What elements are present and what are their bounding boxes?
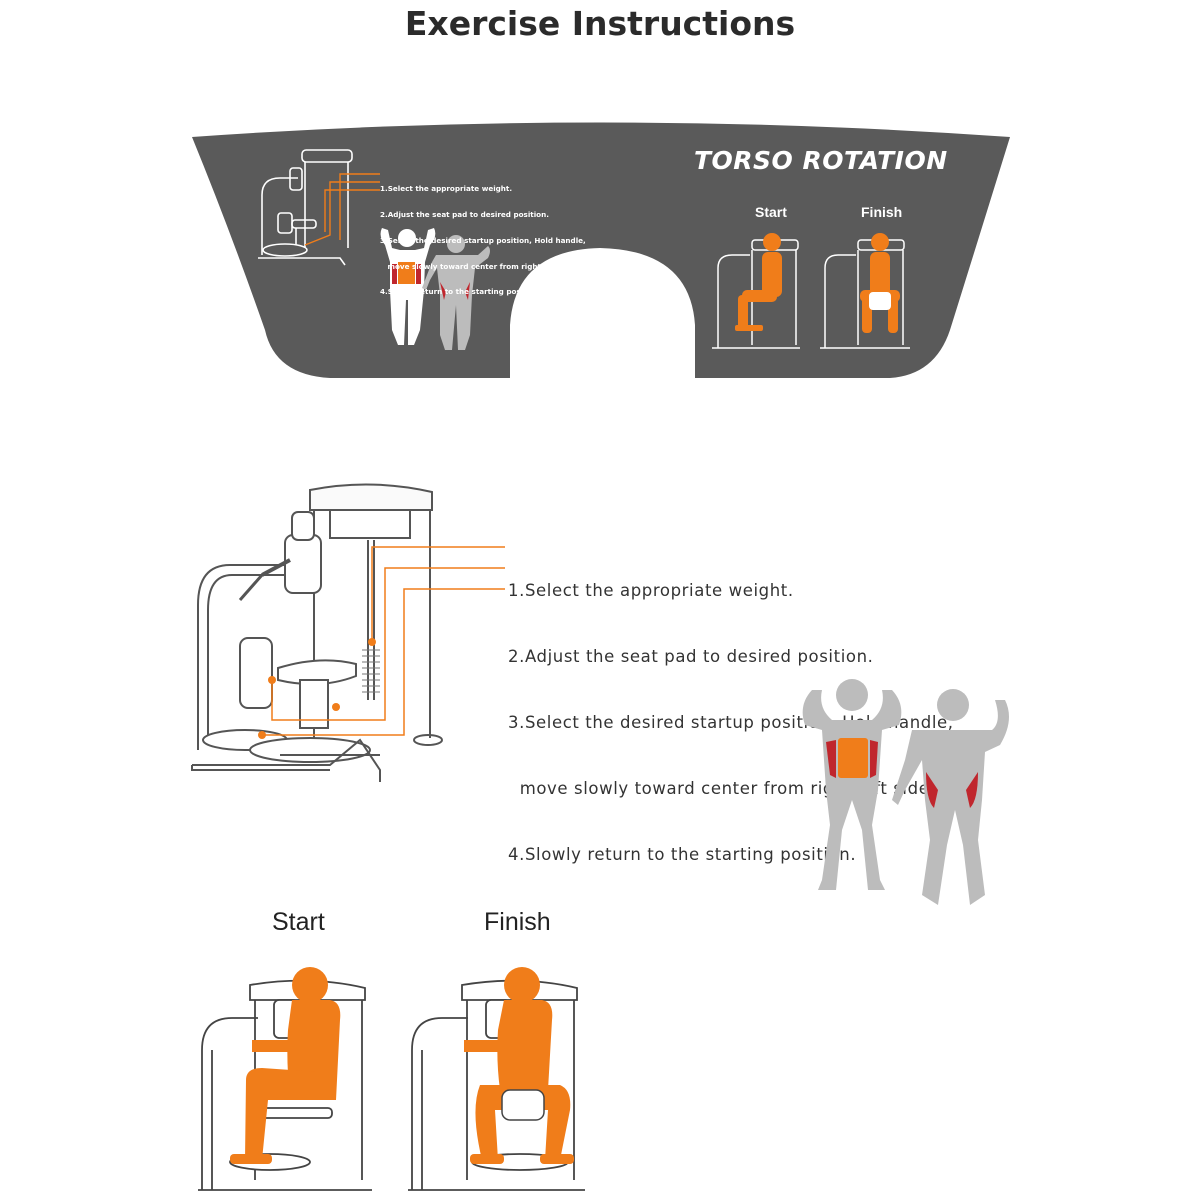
torso-rotation-machine-icon	[191, 483, 443, 782]
muscle-anatomy-icon	[802, 679, 1009, 905]
placard-step-2: 2.Adjust the seat pad to desired positio…	[380, 209, 549, 219]
placard-callout-lines	[304, 173, 380, 246]
detail-step-1: 1.Select the appropriate weight.	[508, 581, 794, 600]
placard-steps: 1.Select the appropriate weight. 2.Adjus…	[380, 168, 586, 306]
placard-machine-icon	[258, 149, 353, 266]
page-title: Exercise Instructions	[404, 4, 796, 43]
placard-step-4: 4.Slowly return to the starting position…	[380, 287, 542, 297]
placard-machine-title: TORSO ROTATION	[694, 146, 948, 175]
placard-start-label: Start	[755, 204, 787, 220]
placard-step-1: 1.Select the appropriate weight.	[380, 184, 513, 194]
placard-finish-figure-icon	[820, 233, 910, 349]
detail-callout-lines	[262, 546, 505, 736]
placard-muscle-figures-icon	[380, 228, 490, 350]
detail-step-4: 4.Slowly return to the starting position…	[508, 845, 857, 864]
placard-step-3-cont: move slowly toward center from right/lef…	[380, 261, 580, 271]
placard-step-3: 3.Select the desired startup position, H…	[380, 235, 586, 245]
callout-dots	[258, 638, 376, 739]
detail-step-2: 2.Adjust the seat pad to desired positio…	[508, 647, 874, 666]
start-label: Start	[272, 908, 325, 936]
placard-finish-label: Finish	[861, 204, 903, 220]
seated-user-start-icon	[198, 967, 372, 1191]
seated-user-finish-icon	[408, 967, 585, 1191]
placard-start-figure-icon	[712, 233, 800, 349]
finish-label: Finish	[484, 908, 551, 936]
detail-steps: 1.Select the appropriate weight. 2.Adjus…	[508, 536, 954, 888]
